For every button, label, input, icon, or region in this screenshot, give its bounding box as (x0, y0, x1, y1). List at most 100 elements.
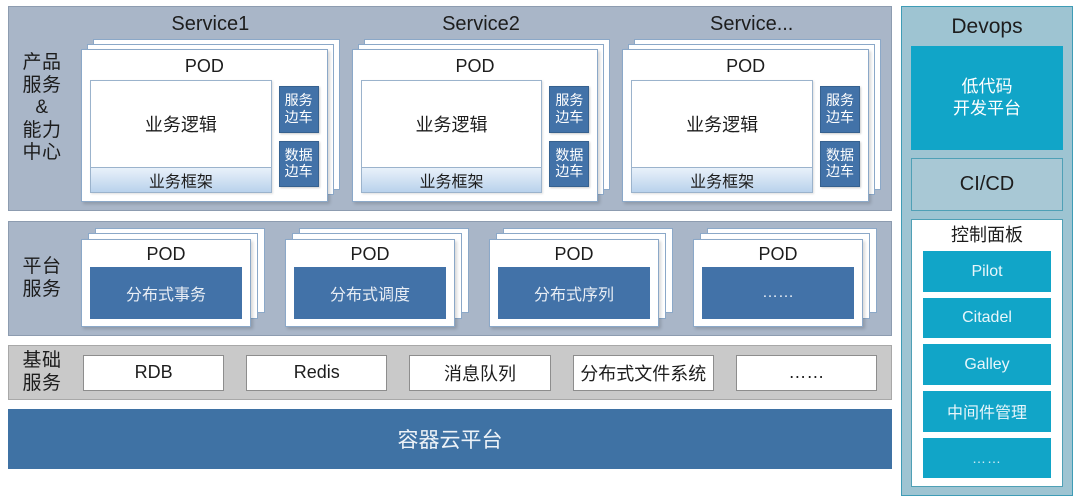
service-group-1[interactable]: Service1 POD 业务逻辑 业务框架 (81, 11, 340, 202)
lowcode-line-1: 开发平台 (953, 99, 1021, 119)
platform-pod-group-2[interactable]: POD 分布式调度 (285, 228, 469, 327)
infrastructure-items: RDB Redis 消息队列 分布式文件系统 …… (75, 346, 891, 399)
platform-pod-heading-3: POD (554, 244, 594, 264)
business-logic-2: 业务逻辑 (415, 115, 488, 135)
data-sidecar-1-line-0: 数据 (284, 146, 313, 163)
service-sidecar-2-line-0: 服务 (555, 92, 584, 109)
control-item-citadel[interactable]: Citadel (923, 297, 1051, 339)
platform-pod-group-1[interactable]: POD 分布式事务 (81, 228, 265, 327)
layer-label-platform: 平台 服务 (9, 222, 75, 335)
service-sidecar-1-line-0: 服务 (284, 92, 313, 109)
control-panel-title: 控制面板 (951, 225, 1023, 246)
data-sidecar-1[interactable]: 数据 边车 (278, 140, 319, 187)
infra-item-distributed-file-system[interactable]: 分布式文件系统 (572, 354, 714, 391)
layer-label-infra: 基础 服务 (9, 346, 75, 399)
platform-service-4: …… (702, 267, 854, 319)
service-sidecar-2[interactable]: 服务 边车 (549, 86, 590, 133)
data-sidecar-2-line-0: 数据 (555, 146, 584, 163)
control-panel-items: Pilot Citadel Galley 中间件管理 …… (923, 251, 1051, 479)
layer-label-infra-line-1: 服务 (22, 372, 62, 394)
pod-heading-2: POD (455, 56, 495, 76)
service-group-2[interactable]: Service2 POD 业务逻辑 业务框架 (351, 11, 611, 202)
pod-heading-1: POD (184, 56, 224, 76)
devops-panel: Devops 低代码 开发平台 CI/CD 控制面板 Pilot Citadel… (901, 6, 1073, 496)
layer-label-product-line-0: 产品 (22, 52, 62, 74)
container-cloud-platform-label: 容器云平台 (397, 429, 503, 452)
platform-pod-group-4[interactable]: POD …… (693, 228, 877, 327)
business-framework-2: 业务框架 (361, 167, 542, 192)
layer-container-cloud-platform: 容器云平台 (8, 409, 892, 469)
pod-card-front-3[interactable]: POD 业务逻辑 业务框架 服务 边车 (622, 49, 870, 202)
service-sidecar-2-line-1: 边车 (555, 108, 584, 125)
data-sidecar-3-line-1: 边车 (826, 163, 855, 180)
business-logic-3: 业务逻辑 (686, 115, 759, 135)
layer-product-services: 产品 服务 & 能力 中心 Service1 POD (8, 6, 892, 211)
sidecars-2: 服务 边车 数据 边车 (549, 80, 590, 193)
service-title-3: Service... (710, 13, 794, 35)
layer-label-product-line-2: & (35, 97, 49, 119)
data-sidecar-1-line-1: 边车 (284, 163, 313, 180)
pod-stack-1: POD 业务逻辑 业务框架 服务 边车 (81, 39, 340, 202)
layer-label-product-line-3: 能力 (22, 119, 62, 141)
pod-stack-3: POD 业务逻辑 业务框架 服务 边车 (622, 39, 882, 202)
product-services-groups: Service1 POD 业务逻辑 业务框架 (75, 7, 891, 210)
main-architecture-column: 产品 服务 & 能力 中心 Service1 POD (8, 6, 892, 496)
business-framework-3: 业务框架 (632, 167, 813, 192)
lowcode-development-platform-box[interactable]: 低代码 开发平台 (911, 46, 1063, 151)
pod-heading-3: POD (726, 56, 766, 76)
platform-pod-heading-4: POD (758, 244, 798, 264)
infra-item-more[interactable]: …… (735, 354, 878, 391)
platform-card-front-2[interactable]: POD 分布式调度 (285, 239, 455, 327)
data-sidecar-3-line-0: 数据 (826, 146, 855, 163)
sidecars-1: 服务 边车 数据 边车 (278, 80, 319, 193)
data-sidecar-2[interactable]: 数据 边车 (549, 140, 590, 187)
service-sidecar-1-line-1: 边车 (284, 108, 313, 125)
platform-pod-heading-2: POD (350, 244, 390, 264)
service-group-3[interactable]: Service... POD 业务逻辑 业务框架 (622, 11, 882, 202)
service-title-2: Service2 (442, 13, 520, 35)
pod-main-2: 业务逻辑 业务框架 (360, 80, 543, 193)
infra-item-redis[interactable]: Redis (246, 354, 388, 391)
devops-title: Devops (951, 15, 1023, 38)
pod-card-front-2[interactable]: POD 业务逻辑 业务框架 服务 边车 (351, 49, 599, 202)
pod-stack-2: POD 业务逻辑 业务框架 服务 边车 (351, 39, 611, 202)
platform-services-groups: POD 分布式事务 POD 分布式调度 (75, 222, 891, 335)
service-sidecar-3-line-0: 服务 (826, 92, 855, 109)
business-framework-1: 业务框架 (91, 167, 271, 192)
platform-service-1: 分布式事务 (90, 267, 242, 319)
service-sidecar-1[interactable]: 服务 边车 (278, 86, 319, 133)
sidecars-3: 服务 边车 数据 边车 (820, 80, 861, 193)
pod-main-1: 业务逻辑 业务框架 (90, 80, 272, 193)
platform-card-front-4[interactable]: POD …… (693, 239, 863, 327)
data-sidecar-2-line-1: 边车 (555, 163, 584, 180)
control-item-galley[interactable]: Galley (923, 344, 1051, 385)
control-item-pilot[interactable]: Pilot (923, 251, 1051, 292)
lowcode-line-0: 低代码 (961, 76, 1013, 96)
control-item-middleware-management[interactable]: 中间件管理 (923, 390, 1051, 432)
platform-service-2: 分布式调度 (294, 267, 446, 319)
control-item-more[interactable]: …… (923, 437, 1051, 479)
layer-label-product-line-1: 服务 (22, 74, 62, 96)
platform-card-front-1[interactable]: POD 分布式事务 (81, 239, 251, 327)
layer-label-product: 产品 服务 & 能力 中心 (9, 7, 75, 210)
platform-card-front-3[interactable]: POD 分布式序列 (489, 239, 659, 327)
infra-item-message-queue[interactable]: 消息队列 (409, 354, 551, 391)
infra-item-rdb[interactable]: RDB (83, 354, 225, 391)
layer-label-platform-line-0: 平台 (22, 256, 62, 278)
platform-service-3: 分布式序列 (498, 267, 650, 319)
layer-label-platform-line-1: 服务 (22, 278, 62, 300)
service-sidecar-3[interactable]: 服务 边车 (820, 86, 861, 133)
service-sidecar-3-line-1: 边车 (826, 108, 855, 125)
cicd-box[interactable]: CI/CD (911, 158, 1063, 212)
control-panel: 控制面板 Pilot Citadel Galley 中间件管理 …… (911, 219, 1063, 487)
layer-label-infra-line-0: 基础 (22, 350, 62, 372)
service-title-1: Service1 (171, 13, 250, 35)
pod-main-3: 业务逻辑 业务框架 (631, 80, 814, 193)
pod-card-front-1[interactable]: POD 业务逻辑 业务框架 服务 边车 (81, 49, 328, 202)
layer-label-product-line-4: 中心 (22, 142, 62, 164)
platform-pod-heading-1: POD (146, 244, 186, 264)
data-sidecar-3[interactable]: 数据 边车 (820, 140, 861, 187)
layer-infrastructure-services: 基础 服务 RDB Redis 消息队列 分布式文件系统 …… (8, 345, 892, 400)
platform-pod-group-3[interactable]: POD 分布式序列 (489, 228, 673, 327)
